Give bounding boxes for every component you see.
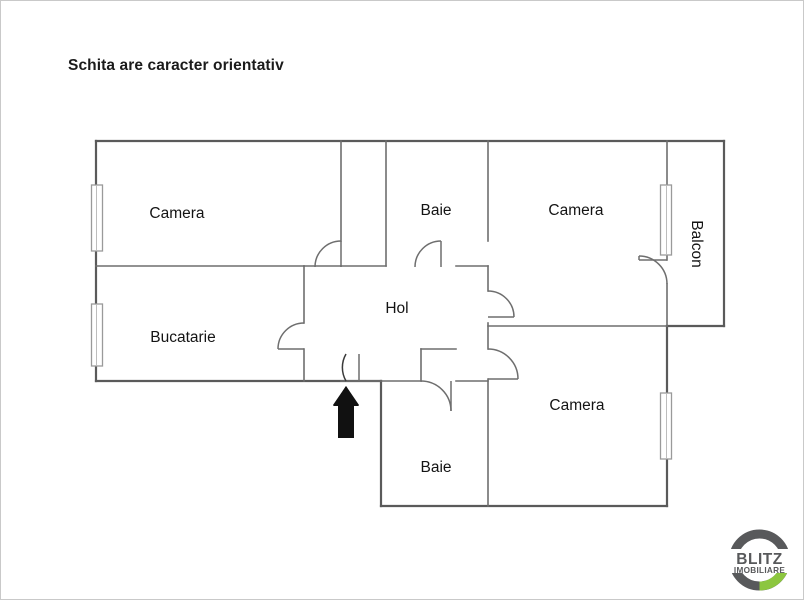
logo-tagline-text: IMOBILIARE <box>734 566 785 575</box>
window-mullions <box>96 185 667 459</box>
room-label-camera-top-left: Camera <box>149 205 205 222</box>
entrance-arrow <box>333 386 359 438</box>
room-label-hol: Hol <box>385 300 408 317</box>
room-label-camera-bottom-right: Camera <box>549 397 605 414</box>
room-label-baie-top: Baie <box>420 202 451 219</box>
page-title: Schita are caracter orientativ <box>68 57 284 74</box>
brand-logo: BLITZ IMOBILIARE <box>729 529 790 591</box>
door-swings <box>277 240 668 412</box>
room-labels: Camera Bucatarie Baie Camera Hol Camera … <box>149 202 704 476</box>
room-label-baie-bottom: Baie <box>420 459 451 476</box>
room-label-bucatarie: Bucatarie <box>150 329 215 346</box>
interior-walls <box>95 140 668 507</box>
room-label-camera-top-right: Camera <box>548 202 604 219</box>
logo-brand-text: BLITZ <box>736 551 782 568</box>
room-label-balcon: Balcon <box>688 220 705 267</box>
outer-walls <box>94 139 726 508</box>
